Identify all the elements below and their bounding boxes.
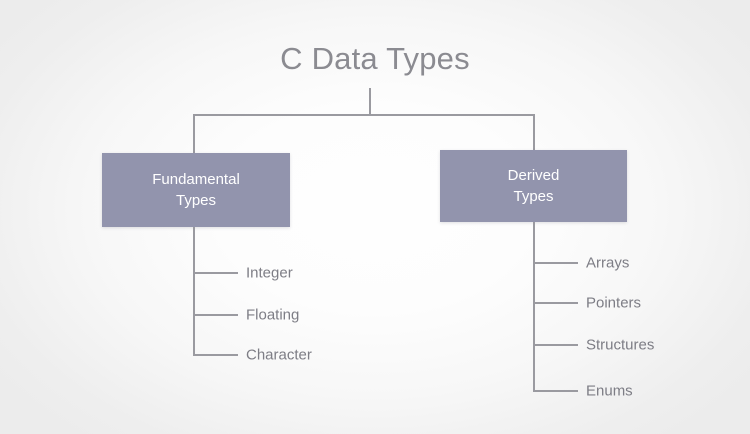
branch-box-fundamental[interactable]: Fundamental Types [102, 153, 290, 227]
leaf-connector-integer [193, 272, 238, 274]
root-split-bar [193, 114, 535, 116]
leaf-label-enums[interactable]: Enums [586, 382, 633, 400]
leaf-label-structures[interactable]: Structures [586, 336, 655, 354]
branch-box-derived-line1: Derived [507, 167, 560, 184]
leaf-label-integer[interactable]: Integer [246, 264, 293, 282]
leaf-label-arrays[interactable]: Arrays [586, 254, 630, 272]
leaf-connector-pointers [533, 302, 578, 304]
branch-box-derived[interactable]: Derived Types [440, 150, 627, 222]
leaf-connector-floating [193, 314, 238, 316]
leaf-connector-arrays [533, 262, 578, 264]
branch-box-fundamental-line2: Types [175, 192, 217, 209]
leaf-connector-structures [533, 344, 578, 346]
leaf-label-pointers[interactable]: Pointers [586, 294, 642, 312]
leaf-connector-character [193, 354, 238, 356]
branch-spine-derived [533, 222, 535, 392]
leaf-label-floating[interactable]: Floating [246, 306, 300, 324]
leaf-label-character[interactable]: Character [246, 346, 312, 364]
branch-spine-fundamental [193, 227, 195, 356]
root-trunk-line [369, 88, 371, 116]
branch-drop-fundamental [193, 114, 195, 153]
diagram-title: C Data Types [280, 41, 470, 76]
branch-box-derived-line2: Types [513, 188, 554, 205]
branch-drop-derived [533, 114, 535, 150]
branch-box-fundamental-line1: Fundamental [152, 171, 240, 188]
leaf-connector-enums [533, 390, 578, 392]
